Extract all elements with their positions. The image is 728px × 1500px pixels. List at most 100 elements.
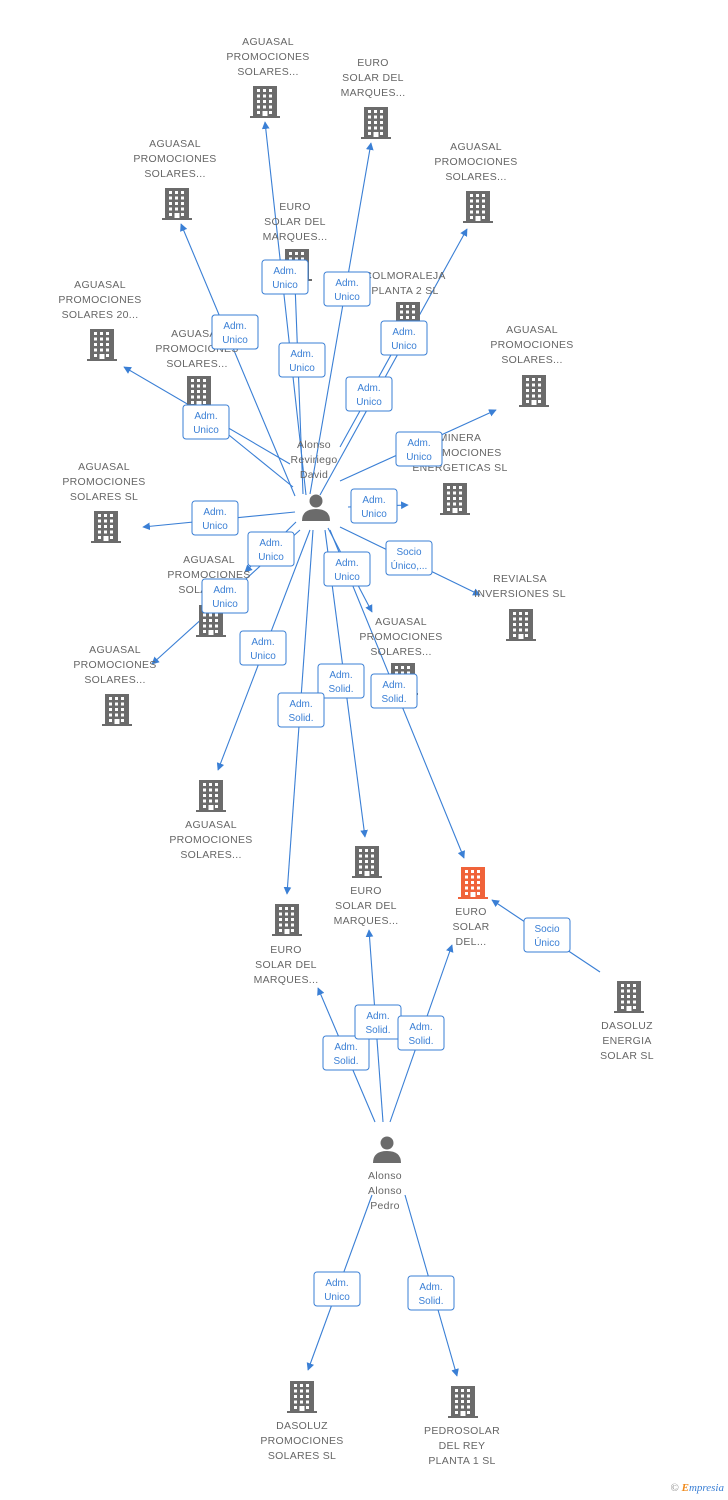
edge-line-david-euro_mid bbox=[291, 283, 304, 495]
edge-label-box bbox=[191, 500, 239, 536]
node-aguasal_top[interactable]: AGUASALPROMOCIONESSOLARES... bbox=[226, 36, 309, 118]
edge-label-text: Adm. bbox=[419, 1282, 442, 1293]
edge-label-pedro-euro_b2[interactable]: Adm.Solid. bbox=[354, 1004, 402, 1040]
edge-label-text: Solid. bbox=[408, 1036, 433, 1047]
edge-label-text: Unico bbox=[324, 1292, 350, 1303]
node-label-line: AGUASAL bbox=[242, 36, 294, 48]
edge-label-box bbox=[247, 531, 295, 567]
edge-label-david-aguasal_left[interactable]: Adm.Unico bbox=[201, 578, 249, 614]
empresia-watermark[interactable]: © Empresia bbox=[671, 1482, 725, 1494]
node-aguasal_left[interactable]: AGUASALPROMOCIONESSOLARES... bbox=[73, 644, 156, 726]
node-label-line: SOLAR DEL bbox=[342, 72, 404, 84]
edge-label-box bbox=[239, 630, 287, 666]
node-aguasal_upright[interactable]: AGUASALPROMOCIONESSOLARES... bbox=[434, 141, 517, 223]
edge-label-david-revialsa[interactable]: SocioÚnico,... bbox=[385, 540, 433, 576]
node-label-line: SOLARES... bbox=[237, 66, 298, 78]
brand-initial: E bbox=[681, 1482, 689, 1494]
edge-label-david-aguasal_bottom[interactable]: Adm.Unico bbox=[239, 630, 287, 666]
building-icon bbox=[519, 375, 549, 407]
edge-label-text: Adm. bbox=[329, 670, 352, 681]
edge-label-david-aguasal_upright[interactable]: Adm. Unico bbox=[380, 320, 428, 356]
node-label-line: SOLARES... bbox=[84, 674, 145, 686]
edge-label-david-euro_b2[interactable]: Adm. Solid. bbox=[277, 692, 325, 728]
edge-label-text: Adm. bbox=[407, 438, 430, 449]
edge-label-text: Adm. bbox=[289, 699, 312, 710]
node-label-line: MARQUES... bbox=[254, 974, 319, 986]
edge-label-text: Socio bbox=[534, 924, 559, 935]
edge-label-text: Socio bbox=[396, 547, 421, 558]
edge-label-text: Adm. bbox=[392, 327, 415, 338]
edge-label-david-aguasal_20[interactable]: Adm.Unico bbox=[211, 314, 259, 350]
building-icon bbox=[463, 191, 493, 223]
edge-label-david-euro_mid[interactable]: Adm.Unico bbox=[278, 342, 326, 378]
node-label-line: Alonso bbox=[297, 439, 331, 451]
edge-label-david-aguasal_right[interactable]: Adm.Unico bbox=[395, 431, 443, 467]
edge-label-box bbox=[345, 376, 393, 412]
node-label-line: EURO bbox=[270, 944, 302, 956]
edge-line-david-aguasal_top bbox=[261, 121, 307, 496]
edge-label-david-aguasal_mid[interactable]: Adm.Unico bbox=[182, 404, 230, 440]
edge-label-box bbox=[323, 271, 371, 307]
node-label-line: SOLARES 20... bbox=[62, 309, 139, 321]
node-euro_main[interactable]: EUROSOLARDEL... bbox=[452, 867, 489, 948]
node-label-line: EURO bbox=[350, 885, 382, 897]
edge-label-david-euro_top[interactable]: Adm.Unico bbox=[323, 271, 371, 307]
node-label-line: PROMOCIONES bbox=[58, 294, 141, 306]
edge-label-pedro-euro_b1[interactable]: Adm. Solid. bbox=[322, 1035, 370, 1071]
edge-label-text: Adm. bbox=[366, 1011, 389, 1022]
edge-label-box bbox=[261, 259, 309, 295]
edge-label-david-colmoraleja[interactable]: Adm.Unico bbox=[345, 376, 393, 412]
edge-label-text: Adm. bbox=[290, 349, 313, 360]
edge-label-text: Unico bbox=[222, 335, 248, 346]
edge-label-david-aguasal_sl[interactable]: Adm.Unico bbox=[191, 500, 239, 536]
edge-label-david-aguasal_top[interactable]: Adm.Unico bbox=[261, 259, 309, 295]
node-label-line: SOLARES... bbox=[180, 849, 241, 861]
edge-label-text: Unico bbox=[202, 521, 228, 532]
edge-label-text: Solid. bbox=[333, 1056, 358, 1067]
node-label-line: SOLAR DEL bbox=[335, 900, 397, 912]
edge-label-pedro-euro_main[interactable]: Adm.Solid. bbox=[397, 1015, 445, 1051]
edge-label-text: Unico bbox=[356, 397, 382, 408]
edge-label-box bbox=[370, 673, 418, 709]
node-label-line: MARQUES... bbox=[263, 231, 328, 243]
edge-label-text: Adm. bbox=[334, 1042, 357, 1053]
node-label-line: SOLARES... bbox=[370, 646, 431, 658]
edge-label-text: Unico bbox=[391, 341, 417, 352]
node-label-line: David bbox=[300, 469, 328, 481]
node-label-line: PROMOCIONES bbox=[490, 339, 573, 351]
edge-label-david-minera[interactable]: Adm. Unico bbox=[350, 488, 398, 524]
node-label-line: AGUASAL bbox=[89, 644, 141, 656]
node-label-line: MINERA bbox=[439, 432, 482, 444]
brand-name: mpresia bbox=[688, 1482, 724, 1494]
edge-label-pedro-pedrosolar[interactable]: Adm.Solid. bbox=[407, 1275, 455, 1311]
node-label-line: AGUASAL bbox=[450, 141, 502, 153]
edge-label-text: Adm. bbox=[362, 495, 385, 506]
edge-label-david-euro_b1[interactable]: Adm.Solid. bbox=[317, 663, 365, 699]
edge-label-text: Solid. bbox=[288, 713, 313, 724]
building-icon bbox=[361, 107, 391, 139]
node-aguasal_right[interactable]: AGUASALPROMOCIONESSOLARES... bbox=[490, 324, 573, 407]
node-aguasal_bottom[interactable]: AGUASALPROMOCIONESSOLARES... bbox=[169, 780, 252, 861]
building-icon bbox=[91, 511, 121, 543]
edge-label-pedro-dasoluz_prom[interactable]: Adm.Unico bbox=[313, 1271, 361, 1307]
edge-label-david-aguasal_center[interactable]: Adm.Unico bbox=[247, 531, 295, 567]
edge-label-david-euro_main[interactable]: Adm.Solid. bbox=[370, 673, 418, 709]
edge-label-text: Unico bbox=[361, 509, 387, 520]
edge-label-david-aguasal_cright[interactable]: Adm.Unico bbox=[323, 551, 371, 587]
node-label-line: DASOLUZ bbox=[276, 1420, 328, 1432]
edge-label-box bbox=[211, 314, 259, 350]
node-label-line: PROMOCIONES bbox=[167, 569, 250, 581]
node-aguasal_upleft[interactable]: AGUASALPROMOCIONESSOLARES... bbox=[133, 138, 216, 220]
